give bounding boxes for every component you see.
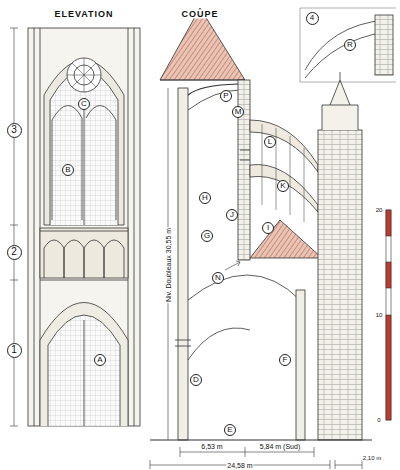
callout-circle: 1	[7, 343, 22, 358]
dimension-label: 6,53 m	[200, 443, 223, 450]
callout-letter: K	[280, 182, 285, 190]
callout-circle: C	[78, 98, 90, 110]
callout-letter: D	[193, 376, 199, 384]
scale-number: 20	[375, 207, 384, 213]
callout-letter: 2	[11, 247, 17, 257]
callout-letter: 3	[11, 125, 17, 135]
view-heading: ELEVATION	[53, 10, 114, 19]
scale-number: 0	[376, 417, 381, 423]
callout-circle: G	[201, 230, 213, 242]
callout-letter: R	[347, 41, 353, 49]
callout-circle: N	[212, 272, 224, 284]
callout-circle: K	[277, 180, 289, 192]
callout-letter: I	[267, 224, 269, 232]
callout-circle: 4	[306, 12, 319, 25]
callout-letter: H	[202, 194, 208, 202]
callout-circle: M	[232, 106, 244, 118]
callout-letter: G	[204, 232, 210, 240]
callout-circle: J	[226, 209, 238, 221]
callout-circle: E	[224, 424, 236, 436]
callout-letter: C	[81, 100, 87, 108]
callout-circle: H	[199, 192, 211, 204]
view-heading: COUPE	[180, 10, 219, 19]
callout-letter: B	[65, 166, 70, 174]
callout-circle: R	[344, 39, 356, 51]
dimension-label: 24,58 m	[226, 462, 253, 469]
callout-letter: 4	[310, 14, 314, 22]
callout-letter: E	[227, 426, 232, 434]
dimension-label: Niv. Doubleaux 30,55 m	[165, 227, 172, 303]
callout-circle: P	[220, 90, 232, 102]
callout-circle: L	[264, 136, 276, 148]
callout-circle: I	[262, 222, 274, 234]
callout-letter: 1	[11, 345, 17, 355]
callout-letter: P	[223, 92, 228, 100]
callout-circle: D	[190, 374, 202, 386]
callout-circle: F	[279, 354, 291, 366]
callout-letter: N	[215, 274, 221, 282]
callout-letter: J	[230, 211, 234, 219]
scale-number: 10	[375, 312, 384, 318]
callout-circle: B	[62, 164, 74, 176]
callout-letter: F	[283, 356, 288, 364]
callout-letter: L	[268, 138, 272, 146]
callout-letter: A	[97, 356, 102, 364]
dimension-label: 2,10 m	[362, 455, 382, 461]
dimension-label: 5,84 m (Sud)	[259, 443, 301, 450]
callout-letter: M	[235, 108, 242, 116]
callout-circle: A	[94, 354, 106, 366]
callout-circle: 2	[7, 245, 22, 260]
callout-circle: 3	[7, 123, 22, 138]
